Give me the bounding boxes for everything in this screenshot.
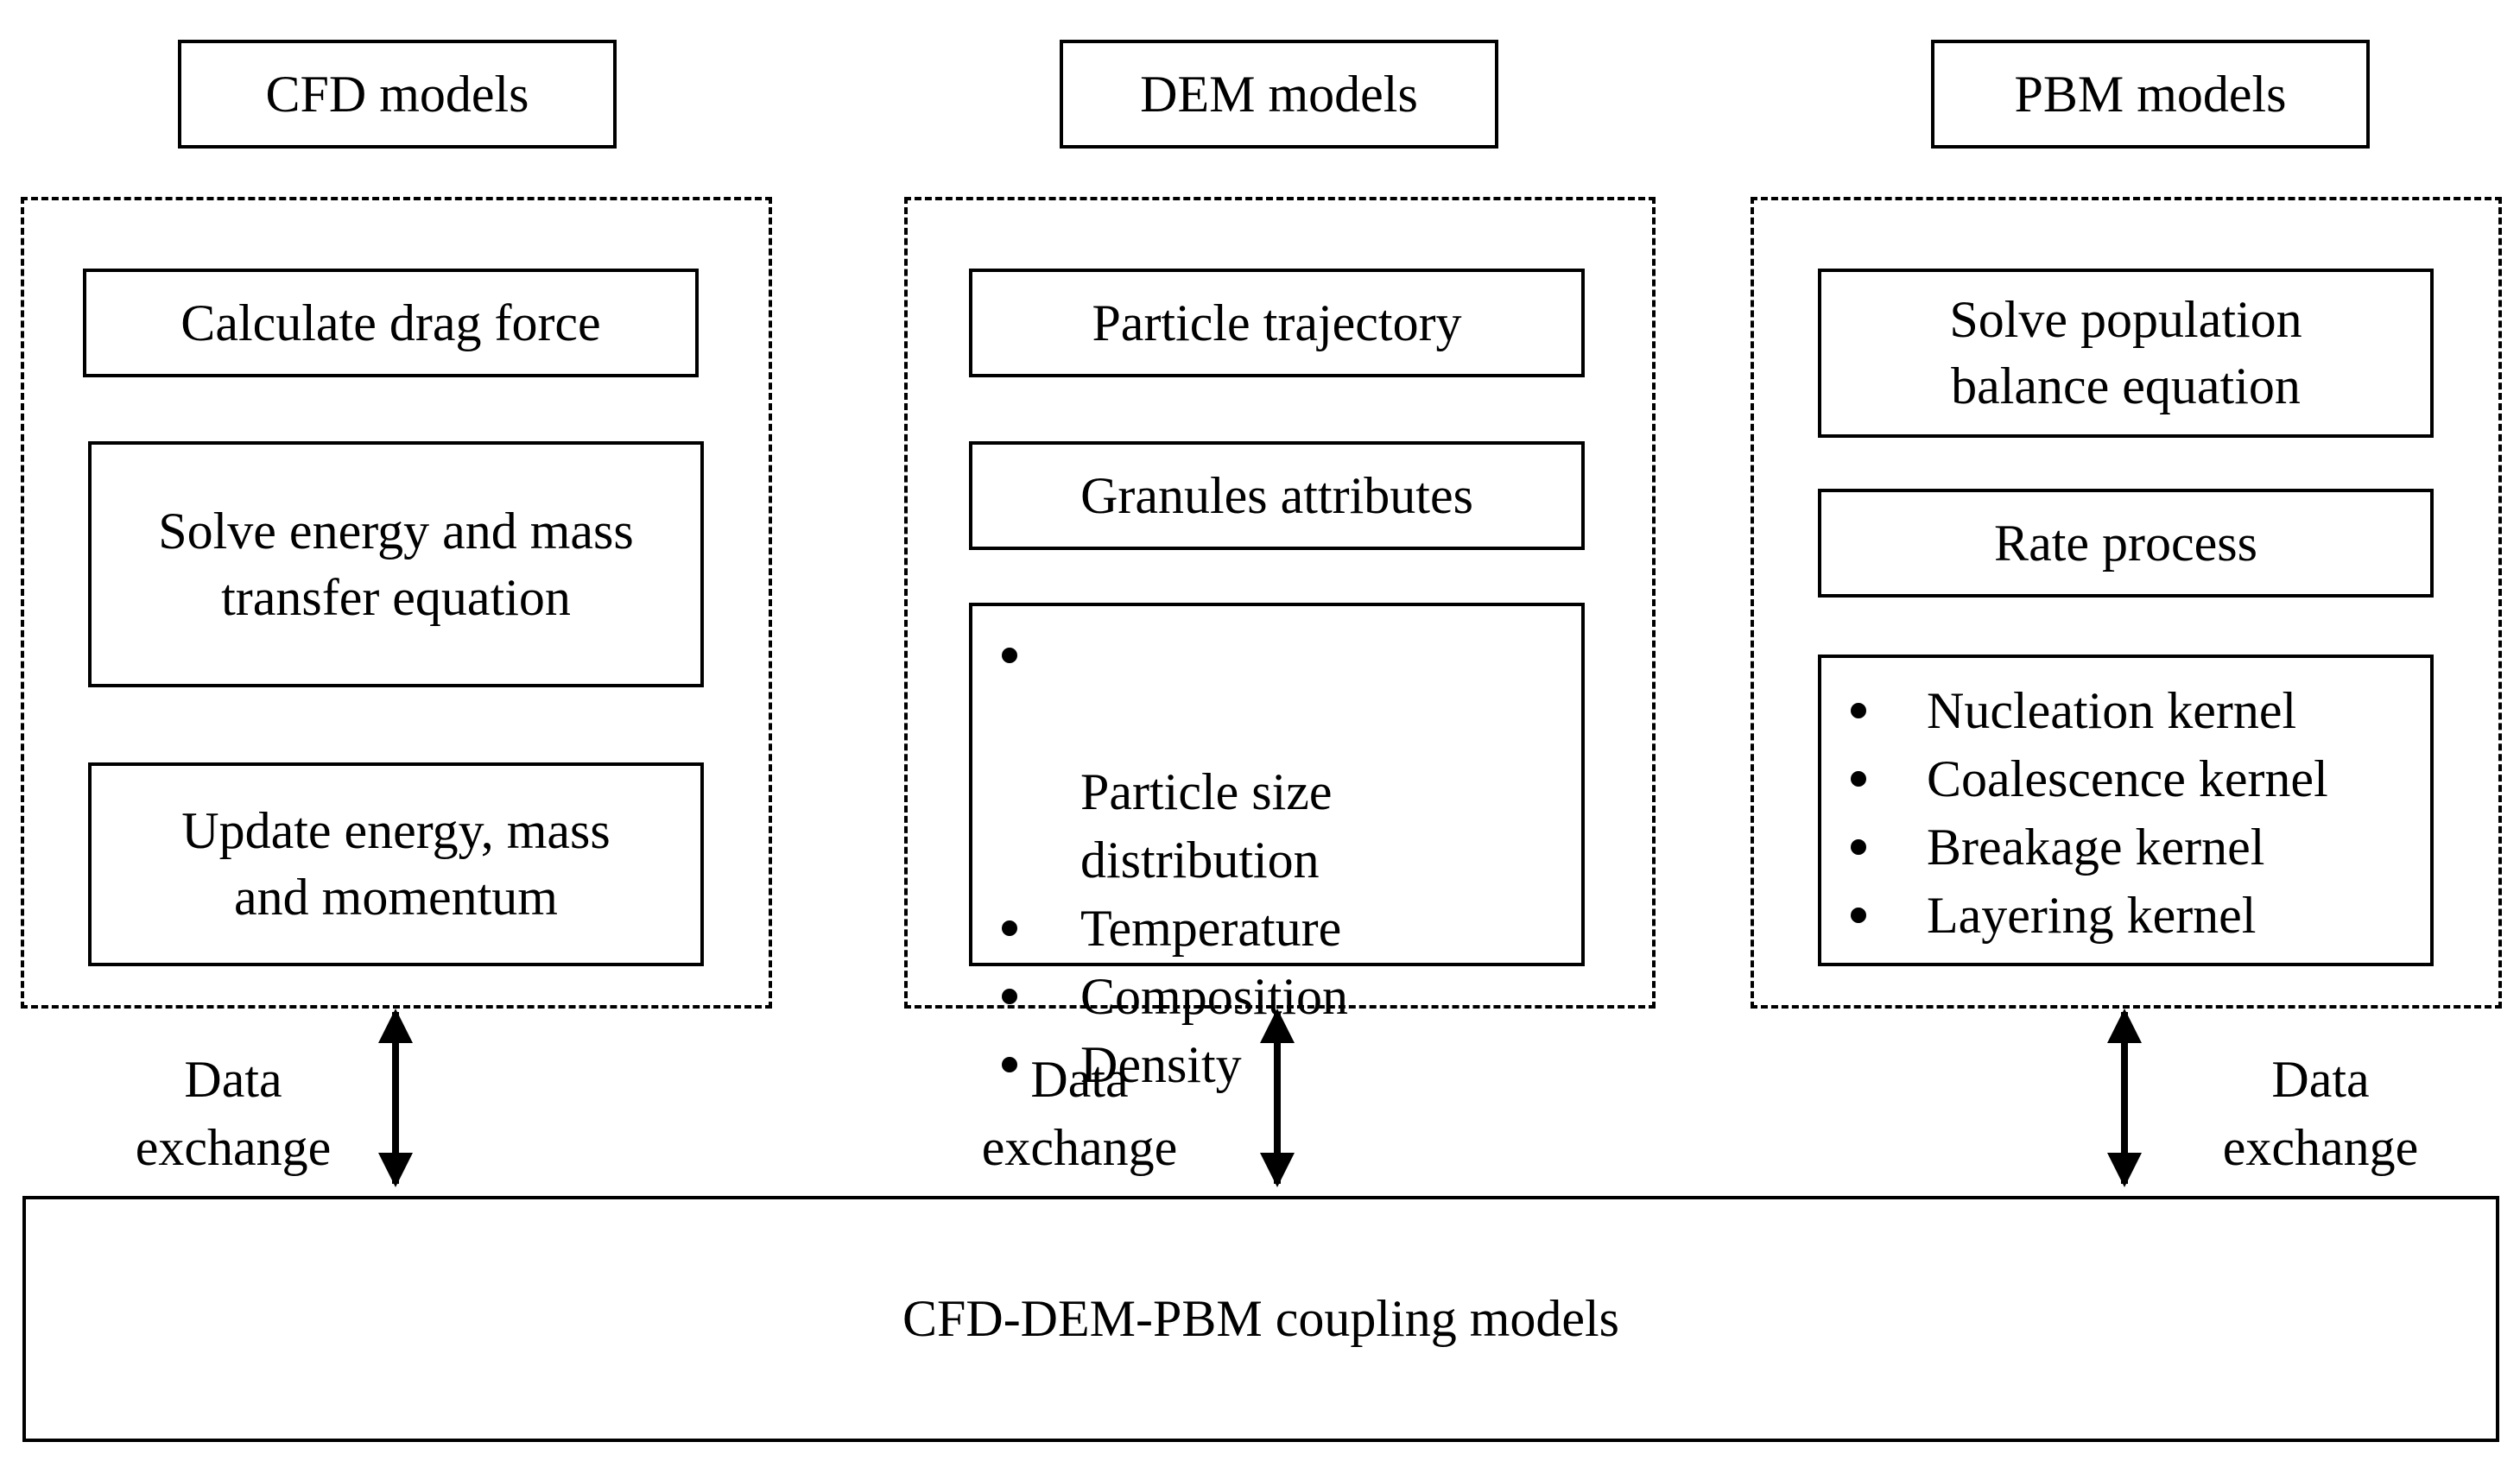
cfd-step-update-energy: Update energy, mass and momentum [88, 762, 704, 966]
bullet-icon [1851, 703, 1866, 718]
pbm-kernels-list: Nucleation kernel Coalescence kernel Bre… [1821, 677, 2430, 950]
pbm-models-group [1751, 197, 2502, 1009]
cfd-step-energy-mass-transfer: Solve energy and mass transfer equation [88, 441, 704, 687]
pbm-step-population-balance-label: Solve population balance equation [1949, 291, 2302, 414]
list-item: Breakage kernel [1821, 813, 2430, 882]
pbm-models-header: PBM models [1931, 40, 2370, 149]
list-item: Density [972, 1031, 1581, 1099]
bullet-icon [1851, 839, 1866, 855]
pbm-step-rate-process: Rate process [1818, 489, 2434, 598]
dem-data-exchange-label: Data exchange [981, 1051, 1178, 1176]
pbm-step-rate-process-label: Rate process [1994, 514, 2257, 572]
dem-attribute-label: Temperature [1080, 900, 1342, 957]
list-item: Nucleation kernel [1821, 677, 2430, 745]
cfd-step-energy-mass-transfer-label: Solve energy and mass transfer equation [158, 502, 634, 626]
pbm-models-title: PBM models [2014, 65, 2287, 123]
list-item: Temperature [972, 895, 1581, 963]
bullet-icon [1002, 920, 1017, 936]
pbm-kernel-label: Coalescence kernel [1927, 750, 2328, 807]
coupling-models-box: CFD-DEM-PBM coupling models [22, 1196, 2499, 1442]
pbm-kernel-label: Nucleation kernel [1927, 682, 2297, 739]
dem-step-granules-attributes-label: Granules attributes [1080, 466, 1473, 524]
bullet-icon [1002, 989, 1017, 1004]
list-item: Composition [972, 963, 1581, 1031]
pbm-kernel-label: Breakage kernel [1927, 819, 2265, 876]
dem-models-header: DEM models [1060, 40, 1498, 149]
dem-attribute-label: Composition [1080, 968, 1349, 1025]
bullet-icon [1002, 648, 1017, 663]
cfd-step-drag-force: Calculate drag force [83, 269, 699, 377]
cfd-step-update-energy-label: Update energy, mass and momentum [181, 802, 611, 926]
dem-attribute-label: Particle size distribution [1080, 763, 1333, 889]
cfd-models-header: CFD models [178, 40, 617, 149]
pbm-data-exchange-label: Data exchange [2222, 1051, 2419, 1176]
dem-attribute-label: Density [1080, 1036, 1242, 1093]
dem-step-particle-trajectory-label: Particle trajectory [1092, 294, 1462, 351]
cfd-data-exchange-label: Data exchange [135, 1051, 332, 1176]
list-item: Particle size distribution [972, 622, 1581, 895]
dem-step-particle-trajectory: Particle trajectory [969, 269, 1585, 377]
bullet-icon [1851, 908, 1866, 923]
cfd-models-title: CFD models [265, 65, 529, 123]
dem-attributes-list: Particle size distribution Temperature C… [972, 622, 1581, 1099]
pbm-kernels-list-box: Nucleation kernel Coalescence kernel Bre… [1818, 655, 2434, 966]
bullet-icon [1002, 1057, 1017, 1072]
coupling-models-title: CFD-DEM-PBM coupling models [902, 1290, 1620, 1348]
pbm-kernel-label: Layering kernel [1927, 887, 2257, 944]
list-item: Layering kernel [1821, 882, 2430, 950]
pbm-step-population-balance: Solve population balance equation [1818, 269, 2434, 438]
dem-step-granules-attributes: Granules attributes [969, 441, 1585, 550]
dem-attributes-list-box: Particle size distribution Temperature C… [969, 603, 1585, 1093]
dem-models-group [904, 197, 1656, 1009]
cfd-models-group [21, 197, 772, 1009]
cfd-step-drag-force-label: Calculate drag force [180, 294, 601, 351]
dem-models-title: DEM models [1140, 65, 1418, 123]
bullet-icon [1851, 771, 1866, 787]
list-item: Coalescence kernel [1821, 745, 2430, 813]
